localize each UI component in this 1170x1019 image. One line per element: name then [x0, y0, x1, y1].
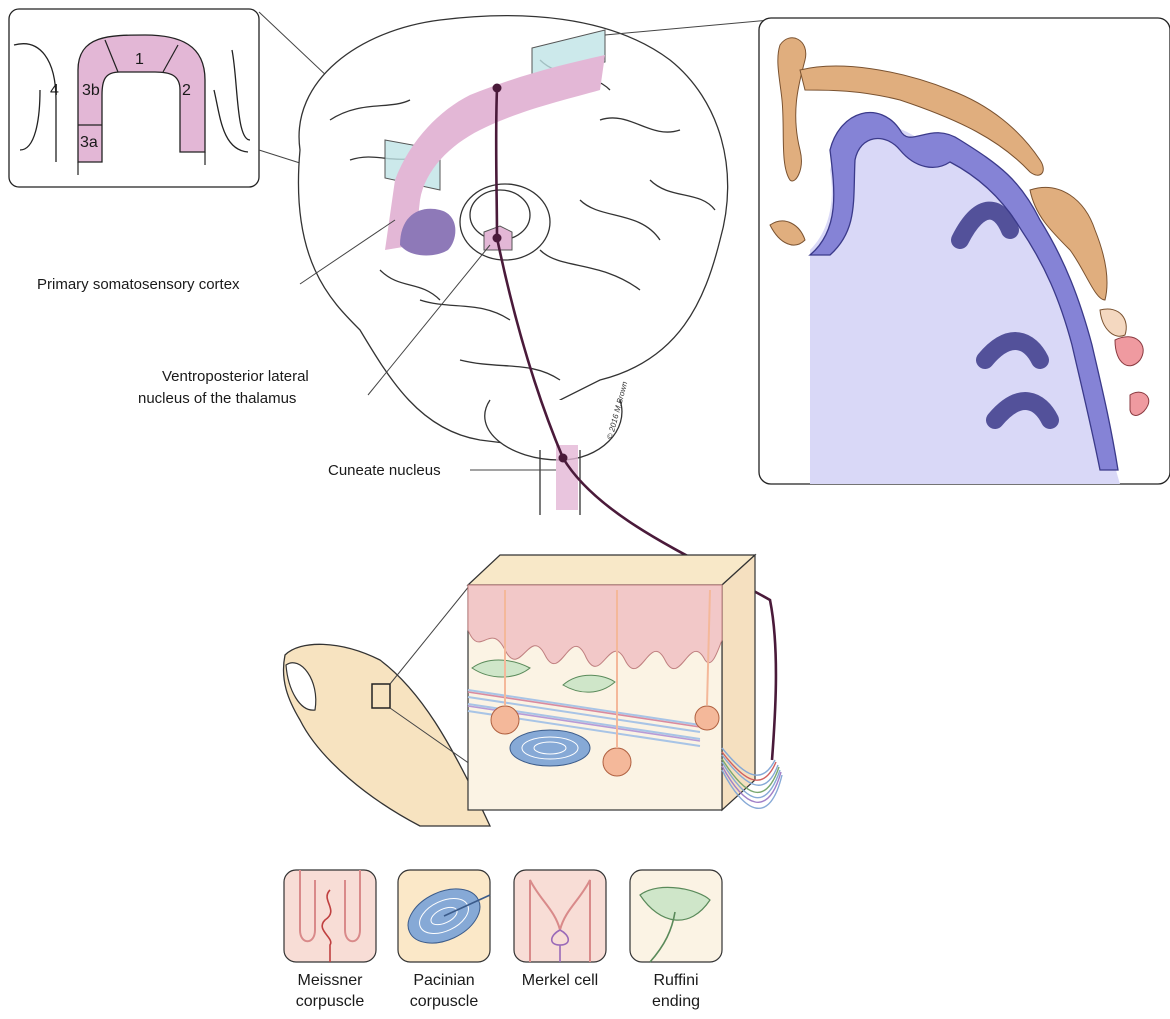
receptor-meissner: [284, 870, 376, 962]
caption-meissner-line1: Meissner: [298, 972, 364, 989]
cortex-synapse: [493, 84, 502, 93]
receptor-ruffini: [630, 870, 722, 962]
caption-ruffini-line2: ending: [652, 993, 700, 1010]
caption-pacinian-line2: corpuscle: [410, 993, 479, 1010]
skin-block-illustration: [468, 555, 782, 810]
caption-ruffini-line1: Ruffini: [653, 972, 698, 989]
finger-illustration: [283, 585, 490, 826]
receptor-merkel: [514, 870, 606, 962]
caption-pacinian-line1: Pacinian: [413, 972, 474, 989]
label-vpl-line2: nucleus of the thalamus: [138, 390, 296, 407]
receptor-pacinian: [398, 870, 490, 962]
area-3b-label: 3b: [82, 82, 100, 99]
area-4-label: 4: [50, 82, 59, 99]
cortical-areas-inset: 4 3b 3a 1 2: [9, 9, 259, 187]
area-3a-label: 3a: [80, 134, 98, 151]
label-primary-somatosensory-cortex: Primary somatosensory cortex: [37, 276, 240, 293]
thalamus-synapse: [493, 234, 502, 243]
label-vpl-line1: Ventroposterior lateral: [162, 368, 309, 385]
caption-merkel-line1: Merkel cell: [522, 972, 598, 989]
cuneate-region: [556, 445, 578, 510]
cuneate-synapse: [559, 454, 568, 463]
area-1-label: 1: [135, 51, 144, 68]
area-2-label: 2: [182, 82, 191, 99]
panel-zoom-line: [605, 20, 770, 35]
caption-meissner-line2: corpuscle: [296, 993, 365, 1010]
label-cuneate-nucleus: Cuneate nucleus: [328, 462, 441, 479]
homunculus-panel: [759, 18, 1170, 484]
